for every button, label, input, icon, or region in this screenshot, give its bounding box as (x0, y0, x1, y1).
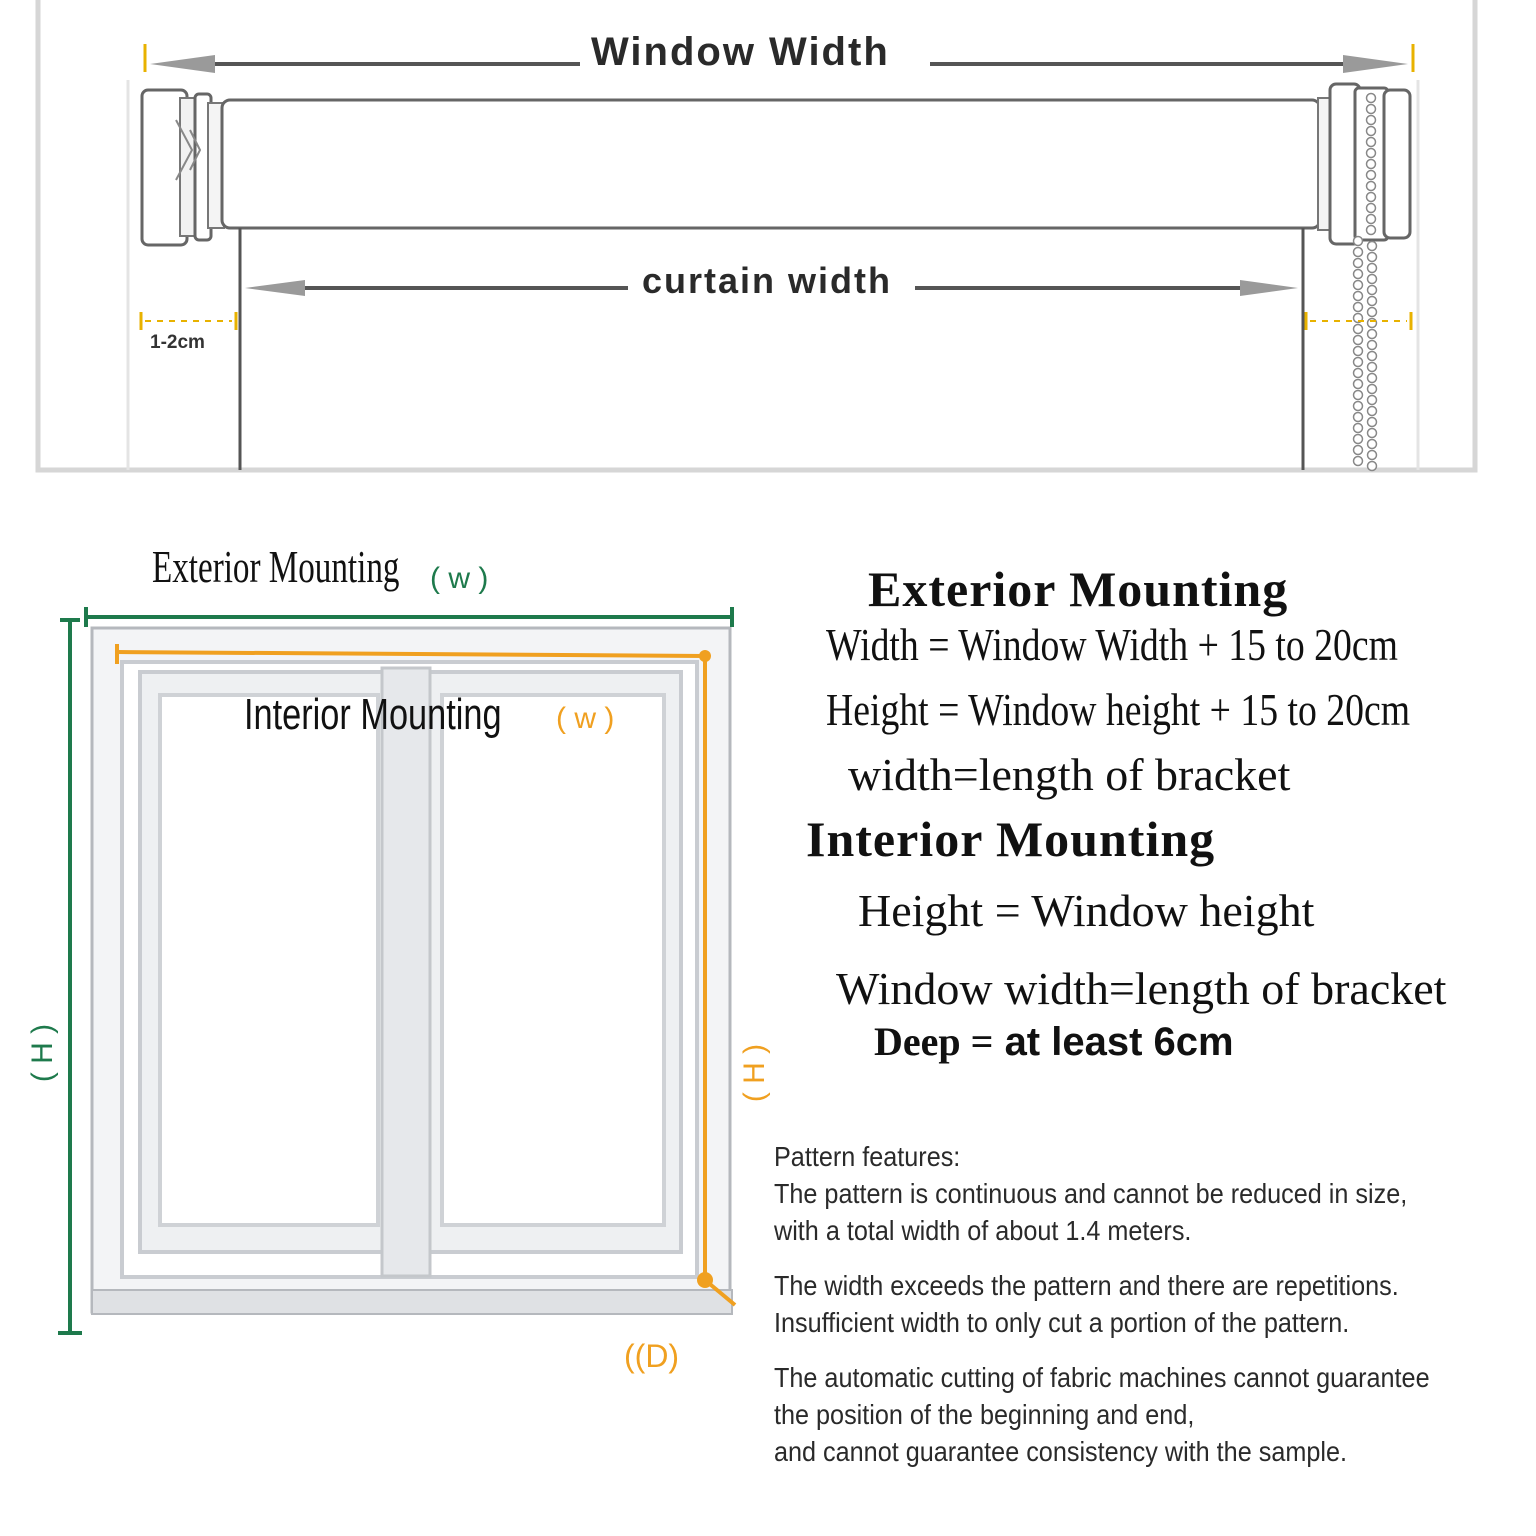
height-right-label: ( H ) (738, 1043, 772, 1103)
interior-heading: Interior Mounting (806, 811, 1216, 867)
interior-mounting-label: Interior Mounting (244, 690, 502, 740)
note-1-line-1: The pattern is continuous and cannot be … (774, 1178, 1408, 1209)
exterior-bracket-formula: width=length of bracket (848, 749, 1291, 800)
window-width-arrow (143, 44, 1415, 73)
exterior-dimension-lines (58, 607, 734, 1335)
interior-height-formula: Height = Window height (858, 885, 1315, 936)
exterior-height-formula: Height = Window height + 15 to 20cm (826, 684, 1411, 735)
note-1-line-2: with a total width of about 1.4 meters. (774, 1215, 1192, 1246)
deep-value: at least 6cm (1004, 1020, 1234, 1064)
note-3-line-3: and cannot guarantee consistency with th… (774, 1436, 1347, 1467)
curtain-width-label: curtain width (636, 260, 898, 302)
interior-bracket-formula: Window width=length of bracket (836, 963, 1447, 1014)
interior-dimension-lines (115, 644, 737, 1307)
wall-outline (35, 0, 1478, 473)
roller-tube (220, 98, 1322, 230)
note-2-line-1: The width exceeds the pattern and there … (774, 1270, 1399, 1301)
left-bracket (140, 88, 225, 247)
exterior-mounting-text: Exterior Mounting (152, 541, 400, 592)
deep-formula: Deep = at least 6cm (874, 1018, 1234, 1065)
note-3-line-1: The automatic cutting of fabric machines… (774, 1362, 1430, 1393)
gap-label: 1-2cm (150, 332, 205, 353)
interior-w-suffix: ( w ) (556, 702, 615, 735)
note-3-line-2: the position of the beginning and end, (774, 1399, 1195, 1430)
depth-label: ((D) (624, 1338, 680, 1374)
notes-title: Pattern features: (774, 1141, 961, 1172)
exterior-w-suffix: ( w ) (430, 562, 489, 595)
exterior-heading: Exterior Mounting (868, 561, 1289, 617)
pattern-notes: Pattern features: The pattern is continu… (774, 1138, 1454, 1488)
exterior-mounting-label: Exterior Mounting (152, 540, 399, 593)
exterior-width-formula: Width = Window Width + 15 to 20cm (826, 619, 1398, 670)
note-2-line-2: Insufficient width to only cut a portion… (774, 1307, 1350, 1338)
interior-mounting-text: Interior Mounting (244, 690, 502, 739)
right-bracket (1317, 82, 1412, 246)
pull-chain (1352, 92, 1378, 472)
window-width-label: Window Width (585, 30, 896, 75)
curtain-width-arrow (245, 280, 1298, 296)
window-recess-lines (126, 80, 1420, 470)
window-frame (90, 626, 733, 1315)
gap-markers (139, 312, 1413, 330)
height-left-label: ( H ) (26, 1023, 60, 1083)
deep-label: Deep = (874, 1019, 994, 1064)
